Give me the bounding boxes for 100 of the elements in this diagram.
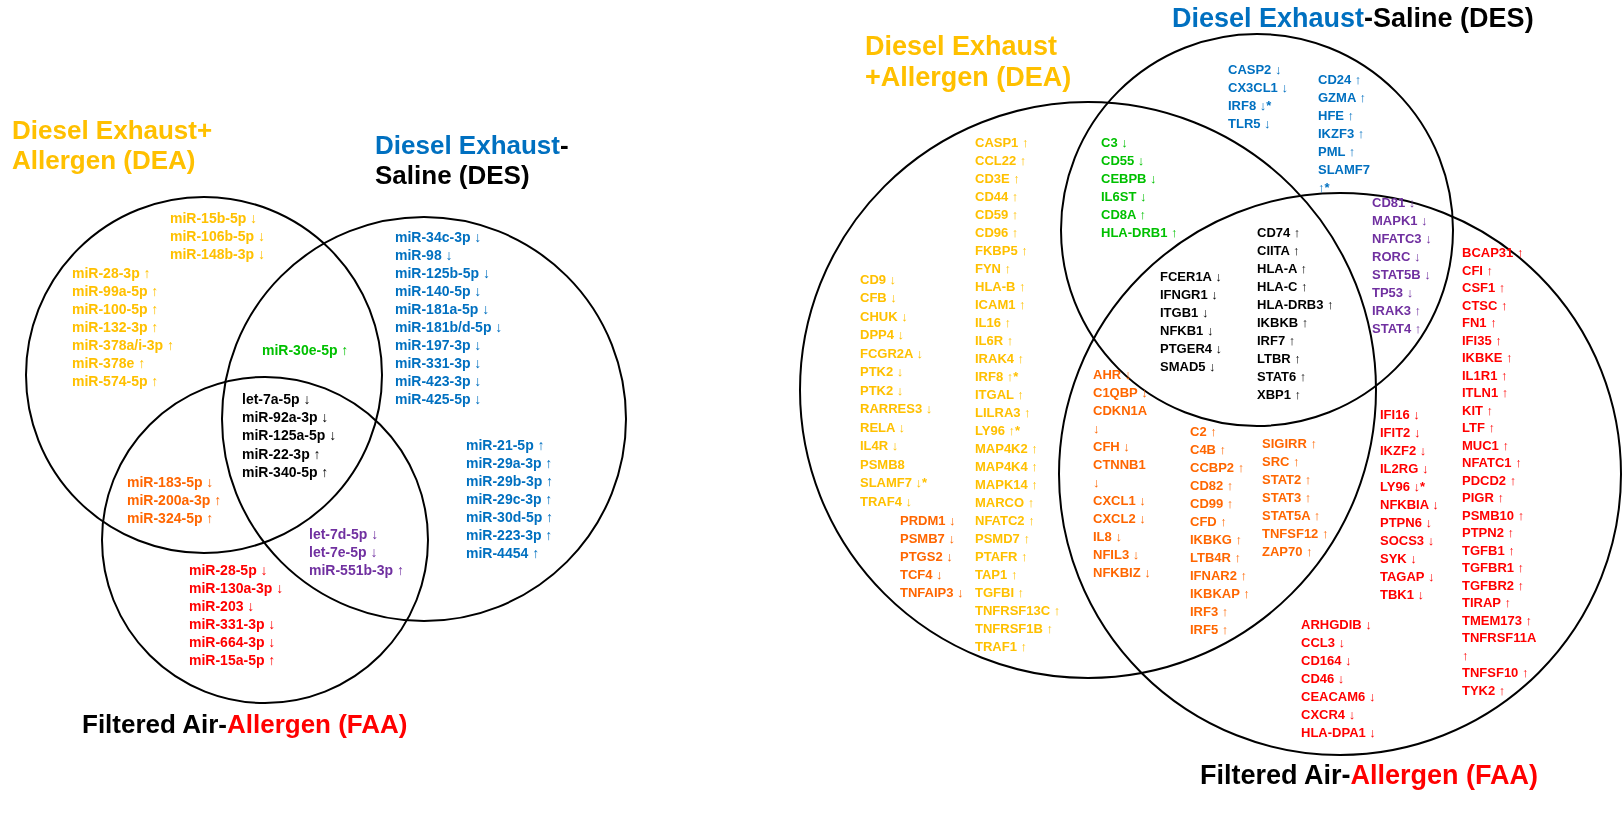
gene-label: MAPK14 ↑ xyxy=(975,476,1038,494)
gene-label: RELA ↓ xyxy=(860,418,906,437)
gene-label: CCL3 ↓ xyxy=(1301,634,1346,652)
gene-label: TNFRSF13C ↑ xyxy=(975,602,1061,620)
gene-label: STAT5A ↑ xyxy=(1262,507,1321,525)
gene-label: PTK2 ↓ xyxy=(860,381,904,400)
mirna-label: miR-98 ↓ xyxy=(395,246,453,264)
mirna-label: miR-125b-5p ↓ xyxy=(395,264,490,282)
gene-label: GZMA ↑ xyxy=(1318,89,1367,107)
mirna-label: miR-28-3p ↑ xyxy=(72,264,151,282)
gene-label: CD99 ↑ xyxy=(1190,495,1234,513)
gene-label: FYN ↑ xyxy=(975,260,1012,278)
gene-label: TNFRSF11A ↑ xyxy=(1462,629,1537,665)
gene-label: PTAFR ↑ xyxy=(975,548,1028,566)
mirna-label: miR-425-5p ↓ xyxy=(395,390,482,408)
gene-label: PSMB7 ↓ xyxy=(900,530,955,548)
gene-label: PSMB8 xyxy=(860,455,905,474)
gene-label: IFNAR2 ↑ xyxy=(1190,567,1248,585)
gene-label: STAT2 ↑ xyxy=(1262,471,1312,489)
gene-label: PSMD7 ↑ xyxy=(975,530,1030,548)
gene-label: IFNGR1 ↓ xyxy=(1160,286,1218,304)
gene-label: SRC ↑ xyxy=(1262,453,1300,471)
gene-label: IRF8 ↓* xyxy=(1228,97,1272,115)
mirna-label: miR-30e-5p ↑ xyxy=(262,341,349,359)
mirna-label: miR-100-5p ↑ xyxy=(72,300,159,318)
gene-label: DPP4 ↓ xyxy=(860,326,905,345)
mirna-label: miR-15a-5p ↑ xyxy=(189,651,276,669)
gene-label: TRAF1 ↑ xyxy=(975,638,1027,656)
gene-label: CXCL2 ↓ xyxy=(1093,510,1147,528)
mirna-label: miR-664-3p ↓ xyxy=(189,633,276,651)
gene-label: ZAP70 ↑ xyxy=(1262,543,1313,561)
mirna-label: miR-378e ↑ xyxy=(72,354,146,372)
gene-label: NFKB1 ↓ xyxy=(1160,322,1214,340)
mirna-label: miR-125a-5p ↓ xyxy=(242,426,337,445)
gene-label: TGFBR2 ↑ xyxy=(1462,576,1526,595)
gene-label: C2 ↑ xyxy=(1190,423,1217,441)
gene-label: CD24 ↑ xyxy=(1318,71,1363,89)
gene-label: RORC ↓ xyxy=(1372,248,1421,266)
gene-label: C3 ↓ xyxy=(1101,134,1128,152)
gene-label: CTSC ↑ xyxy=(1462,296,1509,315)
gene-label: TAGAP ↓ xyxy=(1380,568,1435,586)
gene-label: CXCL1 ↓ xyxy=(1093,492,1147,510)
gene-label: CHUK ↓ xyxy=(860,307,908,326)
gene-label: CCL22 ↑ xyxy=(975,152,1027,170)
gene-label: XBP1 ↑ xyxy=(1257,386,1302,404)
gene-label: CFH ↓ xyxy=(1093,438,1131,456)
gene-label: CFD ↑ xyxy=(1190,513,1227,531)
gene-label: NFKBIA ↓ xyxy=(1380,496,1439,514)
gene-label: PTK2 ↓ xyxy=(860,363,904,382)
mirna-label: miR-106b-5p ↓ xyxy=(170,227,265,245)
gene-label: TLR5 ↓ xyxy=(1228,115,1271,133)
gene-label: NFATC2 ↑ xyxy=(975,512,1035,530)
mirna-label: let-7a-5p ↓ xyxy=(242,389,311,409)
gene-label: TYK2 ↑ xyxy=(1462,681,1507,700)
gene-label: ITGAL ↑ xyxy=(975,386,1024,404)
gene-label: HLA-B ↑ xyxy=(975,278,1026,296)
mirna-label: miR-574-5p ↑ xyxy=(72,372,159,390)
mirna-label: miR-28-5p ↓ xyxy=(189,561,268,579)
gene-label: IRF8 ↑* xyxy=(975,368,1019,386)
gene-label: IKBKE ↑ xyxy=(1462,349,1514,367)
gene-label: IFI16 ↓ xyxy=(1380,406,1420,424)
gene-label: CTNNB1 ↓ xyxy=(1093,456,1147,492)
gene-label: FKBP5 ↑ xyxy=(975,242,1028,260)
gene-label: RARRES3 ↓ xyxy=(860,400,933,419)
gene-label: SLAMF7 ↑* xyxy=(1318,161,1371,197)
gene-label: TNFSF12 ↑ xyxy=(1262,525,1329,543)
gene-label: TAP1 ↑ xyxy=(975,566,1018,584)
gene-label: CD164 ↓ xyxy=(1301,652,1352,670)
gene-label: HLA-DRB1 ↑ xyxy=(1101,224,1178,242)
gene-label: MUC1 ↑ xyxy=(1462,436,1510,455)
mirna-label: miR-324-5p ↑ xyxy=(127,509,214,527)
set-title: Filtered Air-Allergen (FAA) xyxy=(1200,760,1540,792)
gene-label: C4B ↑ xyxy=(1190,441,1227,459)
gene-label: TIRAP ↑ xyxy=(1462,594,1512,612)
gene-label: IKBKAP ↑ xyxy=(1190,585,1250,603)
gene-label: TGFBI ↑ xyxy=(975,584,1025,602)
set-title: Diesel Exhaust-Saline (DES) xyxy=(1172,3,1535,35)
mirna-label: miR-148b-3p ↓ xyxy=(170,245,265,263)
gene-label: ICAM1 ↑ xyxy=(975,296,1026,314)
mirna-label: miR-92a-3p ↓ xyxy=(242,408,329,427)
gene-label: CDKN1A ↓ xyxy=(1093,402,1148,438)
mirna-label: miR-378a/i-3p ↑ xyxy=(72,336,174,354)
gene-label: LTF ↑ xyxy=(1462,419,1496,437)
gene-label: STAT3 ↑ xyxy=(1262,489,1312,507)
gene-label: PTPN6 ↓ xyxy=(1380,514,1432,532)
gene-label: CD74 ↑ xyxy=(1257,224,1301,242)
gene-label: TGFB1 ↑ xyxy=(1462,541,1516,560)
gene-label: MAP4K2 ↑ xyxy=(975,440,1038,458)
gene-label: CD59 ↑ xyxy=(975,206,1019,224)
gene-label: TCF4 ↓ xyxy=(900,566,943,584)
gene-label: NFATC1 ↑ xyxy=(1462,454,1523,472)
mirna-label: miR-423-3p ↓ xyxy=(395,372,482,390)
mirna-label: miR-223-3p ↑ xyxy=(466,526,553,544)
mirna-label: miR-140-5p ↓ xyxy=(395,282,482,300)
gene-label: PSMB10 ↑ xyxy=(1462,506,1526,525)
gene-label: CASP2 ↓ xyxy=(1228,61,1282,79)
mirna-label: miR-4454 ↑ xyxy=(466,544,540,562)
gene-label: PTGS2 ↓ xyxy=(900,548,953,566)
gene-label: TP53 ↓ xyxy=(1372,284,1414,302)
gene-label: IKZF3 ↑ xyxy=(1318,125,1366,143)
